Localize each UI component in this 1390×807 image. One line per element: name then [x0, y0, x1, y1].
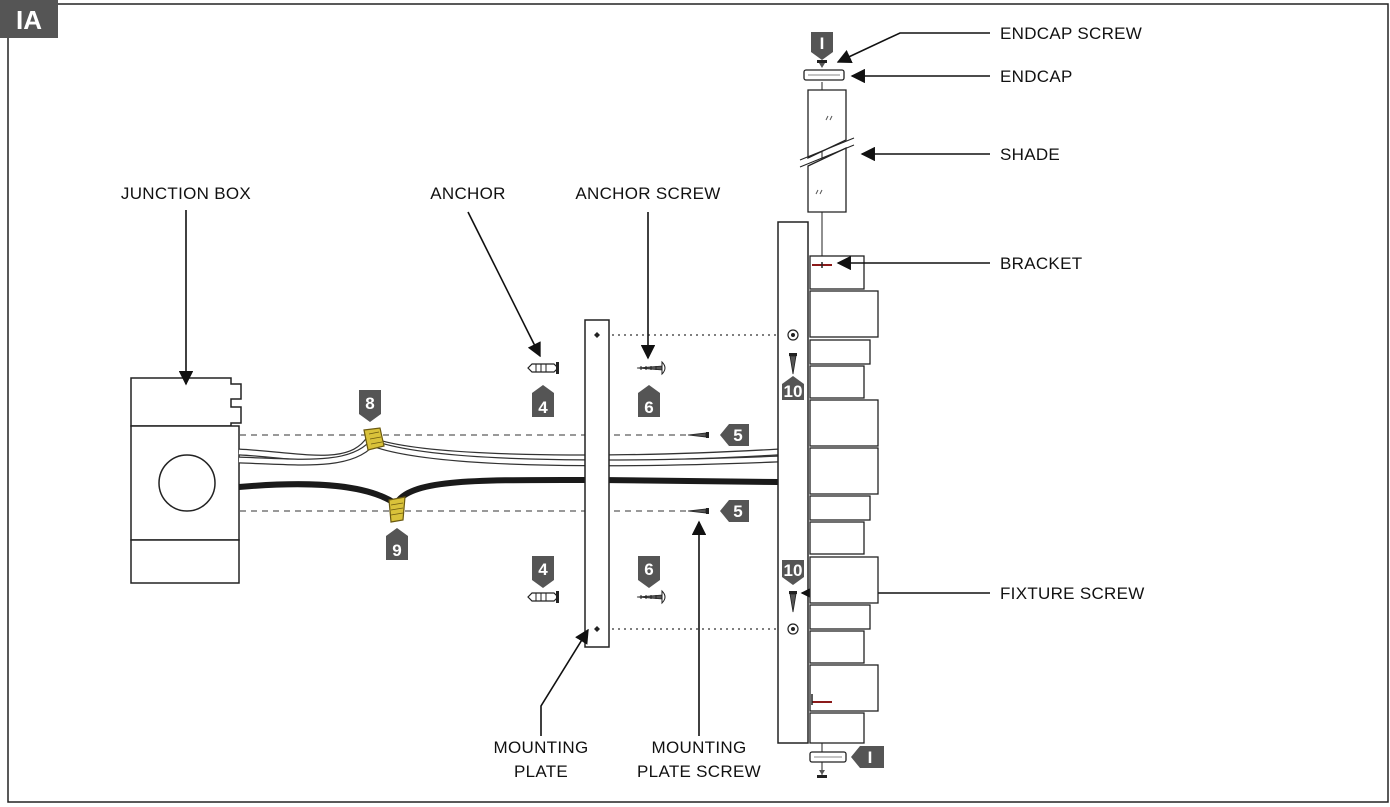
alignment-dashes	[240, 434, 688, 512]
shade	[799, 82, 855, 256]
mounting-plate-label-line2: PLATE	[514, 762, 568, 781]
mounting-plate-screw-label-line1: MOUNTING	[652, 738, 747, 757]
black-wires	[238, 476, 779, 507]
callout-9-text: 9	[392, 541, 401, 560]
endcap-label: ENDCAP	[1000, 67, 1073, 86]
callout-6-top: 6	[638, 385, 660, 417]
callout-4-top: 4	[532, 385, 554, 417]
anchor-screw-top	[636, 360, 666, 376]
figure-frame	[7, 3, 1389, 803]
callout-9: 9	[386, 528, 408, 560]
callout-5-top: 5	[720, 424, 749, 446]
callout-6-bottom-text: 6	[644, 560, 653, 579]
callout-10-top: 10	[782, 376, 804, 401]
callout-8: 8	[359, 390, 381, 422]
anchor-label: ANCHOR	[430, 184, 505, 203]
callout-4-bottom-text: 4	[538, 560, 548, 579]
callout-4-bottom: 4	[532, 556, 554, 588]
callout-1-bottom: I	[851, 746, 884, 768]
mounting-plate-label-line1: MOUNTING	[494, 738, 589, 757]
callout-1-top-text: I	[820, 34, 825, 53]
callout-5-top-text: 5	[733, 426, 742, 445]
callout-1-top: I	[811, 32, 833, 60]
endcap-screw-label: ENDCAP SCREW	[1000, 24, 1142, 43]
mounting-plate-screw-label-line2: PLATE SCREW	[637, 762, 761, 781]
fixture-screw-top	[789, 353, 797, 375]
junction-box-label: JUNCTION BOX	[121, 184, 251, 203]
wire-screw-bottom	[687, 508, 709, 514]
endcap-top	[803, 69, 845, 81]
bracket-label: BRACKET	[1000, 254, 1082, 273]
anchor-arrow	[467, 211, 541, 358]
callout-5-bottom-text: 5	[733, 502, 742, 521]
fixture-screw-bottom	[789, 591, 797, 613]
callout-5-bottom: 5	[720, 500, 749, 522]
callout-10-bottom-text: 10	[784, 561, 803, 580]
white-wires	[238, 435, 779, 467]
anchor-top	[527, 362, 559, 374]
anchor-bottom	[527, 591, 559, 603]
callout-4-top-text: 4	[538, 398, 548, 417]
wire-nut-black	[388, 496, 406, 523]
callout-1-bottom-text: I	[868, 748, 873, 767]
junction-box	[130, 377, 242, 584]
wire-screw-top	[687, 432, 709, 438]
bracket-bottom	[811, 694, 832, 705]
mounting-plate	[584, 319, 610, 648]
bracket-top	[812, 262, 832, 268]
callout-8-text: 8	[365, 394, 374, 413]
callout-10-top-text: 10	[784, 382, 803, 401]
knockout-circle	[158, 454, 216, 512]
figure-id: IA	[16, 5, 42, 35]
endcap-bottom	[809, 751, 847, 778]
shade-blocks	[809, 255, 879, 744]
callout-6-bottom: 6	[638, 556, 660, 588]
callout-10-bottom: 10	[782, 560, 804, 585]
anchor-screw-bottom	[636, 589, 666, 605]
shade-label: SHADE	[1000, 145, 1060, 164]
mounting-plate-arrow	[540, 628, 589, 736]
wire-nut-white	[363, 427, 385, 451]
anchor-screw-label: ANCHOR SCREW	[575, 184, 720, 203]
alignment-dots	[600, 334, 794, 630]
callout-6-top-text: 6	[644, 398, 653, 417]
fixture-backplate	[777, 221, 809, 744]
endcap-screw-top	[817, 60, 827, 68]
fixture-screw-label: FIXTURE SCREW	[1000, 584, 1145, 603]
endcap-screw-arrow	[836, 32, 990, 64]
figure-badge: IA	[0, 0, 58, 38]
